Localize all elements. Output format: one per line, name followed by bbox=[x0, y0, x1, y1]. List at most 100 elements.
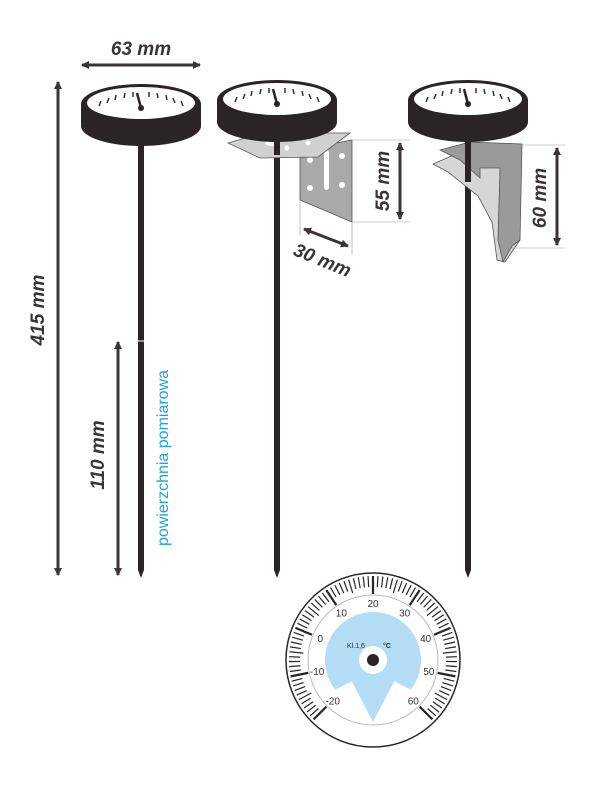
dial-head bbox=[79, 82, 203, 148]
dial-tick bbox=[438, 622, 449, 629]
dial-tick bbox=[292, 681, 304, 687]
dial-tick bbox=[416, 592, 425, 603]
dial-tick bbox=[442, 681, 454, 687]
dial-tick bbox=[405, 584, 412, 596]
dial-tick bbox=[298, 692, 312, 701]
sensing-area-label: powierzchnia pomiarowa bbox=[155, 370, 172, 546]
dial-tick bbox=[289, 651, 304, 654]
dial-tick bbox=[306, 704, 317, 713]
mounting-clip bbox=[432, 141, 523, 264]
dial-scale-label: 0 bbox=[318, 634, 324, 645]
dial-tick bbox=[325, 589, 338, 606]
dial-tick bbox=[312, 705, 328, 721]
dial-tick bbox=[291, 636, 303, 641]
thermometer-with-clip: 60 mm bbox=[406, 78, 565, 578]
dial-tick bbox=[330, 587, 337, 598]
dial-tick bbox=[423, 599, 432, 608]
dial-tick bbox=[310, 602, 320, 611]
total-length-label: 415 mm bbox=[28, 275, 49, 347]
dial-tick bbox=[433, 626, 452, 636]
dial-scale-label: -20 bbox=[325, 696, 340, 707]
dial-tick bbox=[445, 646, 457, 650]
dial-scale-label: 50 bbox=[423, 667, 435, 678]
dial-tick bbox=[429, 704, 440, 713]
dial-tick bbox=[409, 587, 416, 598]
dial-scale-label: 10 bbox=[336, 609, 348, 620]
dial-tick bbox=[362, 576, 366, 588]
dial-tick bbox=[307, 606, 320, 617]
dial-tick bbox=[301, 614, 312, 622]
dial-pivot bbox=[367, 654, 379, 666]
dial-tick bbox=[431, 610, 442, 618]
dial-tick bbox=[434, 614, 445, 622]
dial-tick bbox=[290, 671, 309, 678]
dial-tick bbox=[385, 577, 389, 589]
dial-tick bbox=[296, 690, 307, 696]
dial-tick bbox=[419, 595, 429, 605]
dial-tick bbox=[293, 631, 305, 637]
dial-scale-label: 60 bbox=[408, 696, 420, 707]
dial-scale-label: -10 bbox=[310, 667, 325, 678]
dial-tick bbox=[334, 584, 341, 596]
dial-tick bbox=[304, 610, 315, 618]
dial-tick bbox=[445, 669, 457, 673]
dial-head bbox=[215, 78, 339, 144]
dial-tick bbox=[376, 576, 379, 588]
dial-tick bbox=[439, 690, 450, 696]
dial-tick bbox=[321, 592, 330, 603]
dial-tick bbox=[418, 705, 434, 721]
dial-tick bbox=[443, 677, 455, 682]
dial-tick bbox=[432, 701, 443, 709]
dial-tick bbox=[352, 578, 357, 590]
unit-label: °C bbox=[383, 642, 391, 650]
thermometer-plain bbox=[79, 82, 203, 578]
clip-height-label: 60 mm bbox=[530, 168, 551, 228]
dial-tick bbox=[380, 576, 384, 588]
accuracy-class-label: Kl.1,6 bbox=[347, 643, 365, 650]
dial-face: -20 -10 0 10 20 30 40 50 60 Kl.1,6 °C bbox=[285, 572, 461, 748]
thermometer-with-bracket: 55 mm 30 mm bbox=[215, 78, 410, 578]
dial-scale-label: 20 bbox=[367, 599, 379, 610]
dial-head bbox=[406, 78, 530, 144]
dial-tick bbox=[426, 602, 436, 611]
dial-tick bbox=[289, 665, 301, 668]
dial-tick bbox=[289, 669, 301, 673]
bracket-height-label: 55 mm bbox=[373, 151, 394, 211]
dial-diameter-label: 63 mm bbox=[111, 39, 171, 60]
dial-tick bbox=[392, 579, 398, 594]
dial-scale-label: 30 bbox=[399, 609, 411, 620]
dial-tick bbox=[434, 692, 448, 701]
dial-tick bbox=[434, 697, 445, 705]
dial-tick bbox=[408, 589, 421, 606]
dial-tick bbox=[317, 595, 327, 605]
dial-tick bbox=[297, 622, 308, 629]
dial-tick bbox=[367, 576, 370, 588]
dial-tick bbox=[444, 641, 456, 645]
dial-tick bbox=[291, 677, 303, 682]
dial-tick bbox=[426, 606, 439, 617]
dial-tick bbox=[348, 579, 354, 594]
probe-stem bbox=[138, 130, 144, 570]
dial-tick bbox=[299, 618, 310, 625]
dial-tick bbox=[397, 580, 403, 592]
dial-tick bbox=[290, 641, 302, 645]
dial-tick bbox=[314, 599, 323, 608]
dial-tick bbox=[442, 651, 457, 654]
dial-tick bbox=[441, 631, 453, 637]
dial-tick bbox=[294, 686, 306, 692]
dial-tick bbox=[338, 582, 345, 594]
dial-tick bbox=[343, 580, 349, 592]
dial-tick bbox=[401, 582, 408, 594]
dial-tick bbox=[436, 618, 447, 625]
dial-tick bbox=[389, 578, 394, 590]
dial-tick bbox=[445, 665, 457, 668]
angle-bracket bbox=[226, 132, 353, 223]
dial-tick bbox=[443, 636, 455, 641]
dial-tick bbox=[289, 646, 301, 650]
dimension-arrow-30 bbox=[303, 227, 349, 248]
dial-scale-label: 40 bbox=[420, 634, 432, 645]
dial-tick bbox=[440, 686, 452, 692]
dial-tick bbox=[301, 697, 312, 705]
dial-tick bbox=[303, 701, 314, 709]
